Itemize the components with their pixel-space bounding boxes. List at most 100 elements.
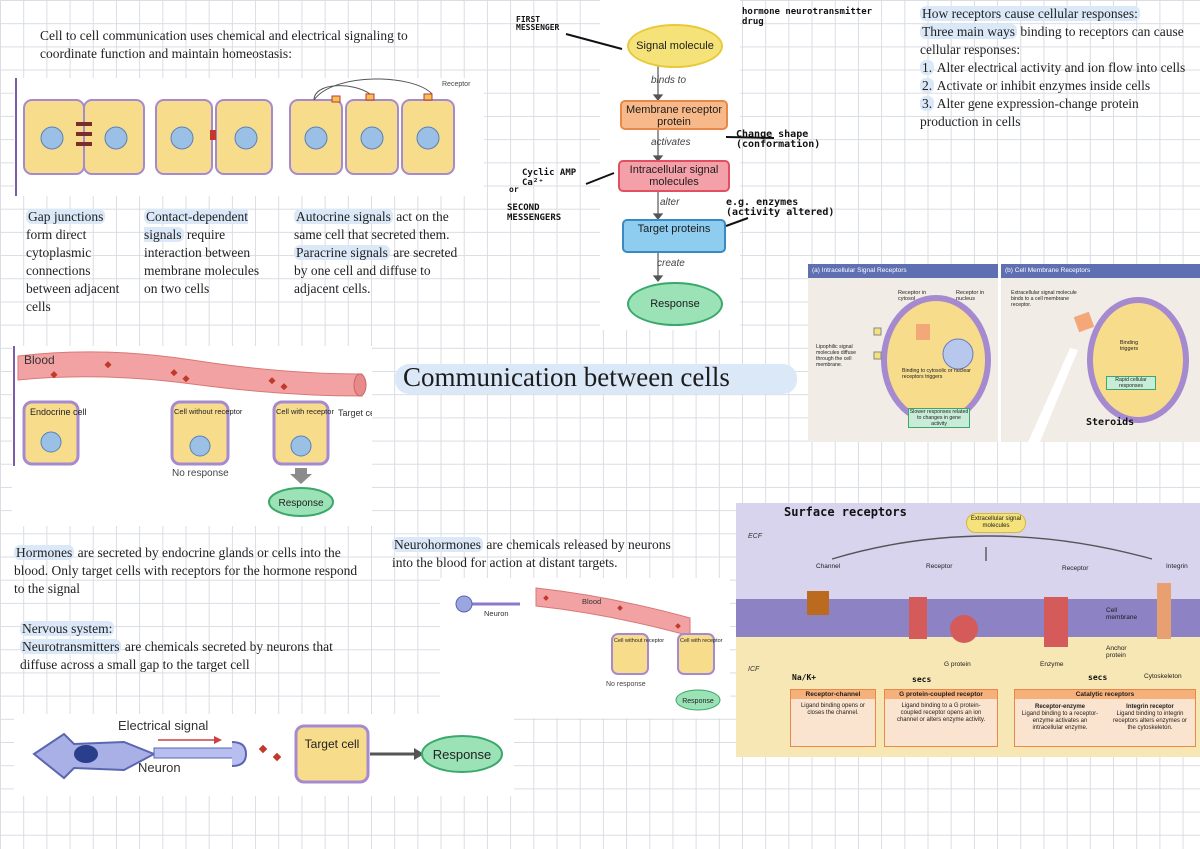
enzymes-note: e.g. enzymes (activity altered) [726,197,835,218]
paracrine-term: Paracrine signals [294,245,390,260]
hormones-term: Hormones [14,545,75,560]
alter-label: alter [660,197,680,208]
gap-junctions-term: Gap junctions [26,209,106,224]
neuro-no-response-label: No response [606,681,646,688]
activates-label: activates [651,137,691,148]
electrical-signal-figure: Electrical signal Neuron Target cell Res… [14,714,514,796]
binding-triggers-label: Binding triggers [1119,340,1139,352]
hormones-note: Hormones are secreted by endocrine gland… [14,544,362,598]
neurohormones-note: Neurohormones are chemicals released by … [392,536,674,572]
endocrine-cell-label: Endocrine cell [30,407,87,417]
receptor-cytosol-label: Receptor in cytosol [898,290,927,302]
response-way-item: 2. Activate or inhibit enzymes inside ce… [920,78,1151,93]
autocrine-note: Autocrine signals act on the same cell t… [294,208,472,298]
no-response-label: No response [172,468,229,479]
autocrine-text: act on the same cell that secreted them. [294,209,450,242]
signal-molecule-oval: Signal molecule [627,24,723,68]
electrical-signal-label: Electrical signal [118,718,208,733]
electrical-response-label: Response [433,747,492,762]
channel-label: Channel [816,563,841,570]
receptor-channel-box: Receptor-channel Ligand binding opens or… [790,689,876,747]
secs-note-2: secs [1088,673,1108,682]
integrin-receptor-text: Ligand binding to integrin receptors alt… [1112,711,1188,731]
integrin-receptor-block: Integrin receptor Ligand binding to inte… [1109,704,1191,732]
response-oval: Response [627,282,723,326]
target-cell-label: Target cell [338,408,372,418]
cell-without-label: Cell without receptor [174,407,243,416]
handwriting-pointers [565,33,775,227]
response-way-item: 3. Alter gene expression-change protein … [920,96,1139,129]
na-k-note: Na/K+ [792,673,817,682]
cell-with-label: Cell with receptor [276,407,334,416]
surface-receptors-note: Surface receptors [784,505,907,519]
g-protein-label: G protein [944,661,971,668]
gap-junctions-text: form direct cytoplasmic connections betw… [26,227,120,314]
contact-dependent-text: require interaction between membrane mol… [144,227,260,296]
anchor-protein-label: Anchor protein [1106,645,1127,659]
endocrine-figure: Blood Endocrine cell Cell without recept… [12,346,372,526]
membrane-receptor-box: Membrane receptor protein [620,100,728,130]
receptor-enzyme-text: Ligand binding to a receptor-enzyme acti… [1021,711,1099,731]
how-receptors-lead: binding to receptors can cause cellular … [920,24,1184,57]
how-receptors-heading: How receptors cause cellular responses: [920,6,1140,21]
cytoskeleton-label: Cytoskeleton [1144,673,1182,680]
enzyme-label: Enzyme [1040,661,1064,668]
nervous-heading: Nervous system: [20,621,115,636]
slower-response-box: Slower responses related to changes in g… [908,408,970,428]
response-label: Response [278,498,323,509]
first-messenger-note: FIRST MESSENGER [516,15,560,32]
neuro-cell-with-label: Cell with receptor [680,638,723,644]
neurohormones-text: are chemicals released by neurons into t… [392,537,671,570]
title-highlight [395,364,797,394]
receptor-channel-title: Receptor-channel [791,690,875,699]
gpcr-title: G protein-coupled receptor [885,690,997,699]
response-way-item: 1. Alter electrical activity and ion flo… [920,60,1186,75]
blood-label-2: Blood [582,597,601,606]
neurohormones-term: Neurohormones [392,537,483,552]
rapid-response-box: Rapid cellular responses [1106,376,1156,390]
secs-note-1: secs [912,675,932,684]
nervous-note: Nervous system: Neurotransmitters are ch… [20,620,360,674]
membrane-panel-title: (b) Cell Membrane Receptors [1001,264,1200,278]
blood-label: Blood [24,353,55,367]
paracrine-text: are secreted by one cell and diffuse to … [294,245,458,296]
intracellular-box: Intracellular signal molecules [618,160,730,192]
contact-dependent-note: Contact-dependent signals require intera… [144,208,262,298]
cell-membrane-label: Cell membrane [1106,607,1138,621]
gap-junctions-note: Gap junctions form direct cytoplasmic co… [26,208,126,316]
response-ways-list: 1. Alter electrical activity and ion flo… [920,59,1188,131]
extracellular-molecules-label: Extracellular signal molecules [966,513,1026,533]
gpcr-text: Ligand binding to a G protein-coupled re… [896,703,986,723]
binds-to-label: binds to [651,75,687,86]
catalytic-box: Catalytic receptors Receptor-enzyme Liga… [1014,689,1196,747]
membrane-receptor-figure: ECF ICF Extracellular signal molecules C… [736,503,1200,757]
intracellular-panel-title: (a) Intracellular Signal Receptors [808,264,998,278]
neurotransmitters-text: are chemicals secreted by neurons that d… [20,639,333,672]
binding-nuclear-label: Binding to cytosolic or nuclear receptor… [902,368,971,380]
receptor-channel-text: Ligand binding opens or closes the chann… [800,703,866,716]
integrin-receptor-title: Integrin receptor [1126,704,1174,710]
steroids-note: Steroids [1086,417,1135,428]
hormones-text: are secreted by endocrine glands or cell… [14,545,358,596]
extracellular-label: Extracellular signal molecule binds to a… [1011,290,1077,308]
target-proteins-box: Target proteins [622,219,726,253]
flowchart-arrows [652,66,664,282]
receptor-types-figure: (a) Intracellular Signal Receptors (b) C… [808,264,1200,442]
gpcr-box: G protein-coupled receptor Ligand bindin… [884,689,998,747]
how-receptors-note: How receptors cause cellular responses: … [920,5,1188,131]
target-cell-label-2: Target cell [305,737,360,751]
hormone-drug-note: hormone neurotransmitter drug [742,7,873,27]
intro-text: Cell to cell communication uses chemical… [40,28,408,61]
lipophilic-label: Lipophilic signal molecules diffuse thro… [816,344,856,368]
page-title: Communication between cells [403,362,730,392]
neurotransmitters-term: Neurotransmitters [20,639,122,654]
neuro-cell-without-label: Cell without receptor [614,638,664,644]
autocrine-term: Autocrine signals [294,209,393,224]
cyclic-amp-note: Cyclic AMP Ca²⁺ [522,168,577,188]
panel-divider [998,264,1001,442]
integrin-label: Integrin [1166,563,1188,570]
receptor-enzyme-title: Receptor-enzyme [1034,704,1085,710]
neurohormone-figure: Neuron Blood Cell without receptor Cell … [440,578,730,718]
catalytic-title: Catalytic receptors [1015,690,1195,699]
receptor-label-2: Receptor [1062,565,1089,572]
